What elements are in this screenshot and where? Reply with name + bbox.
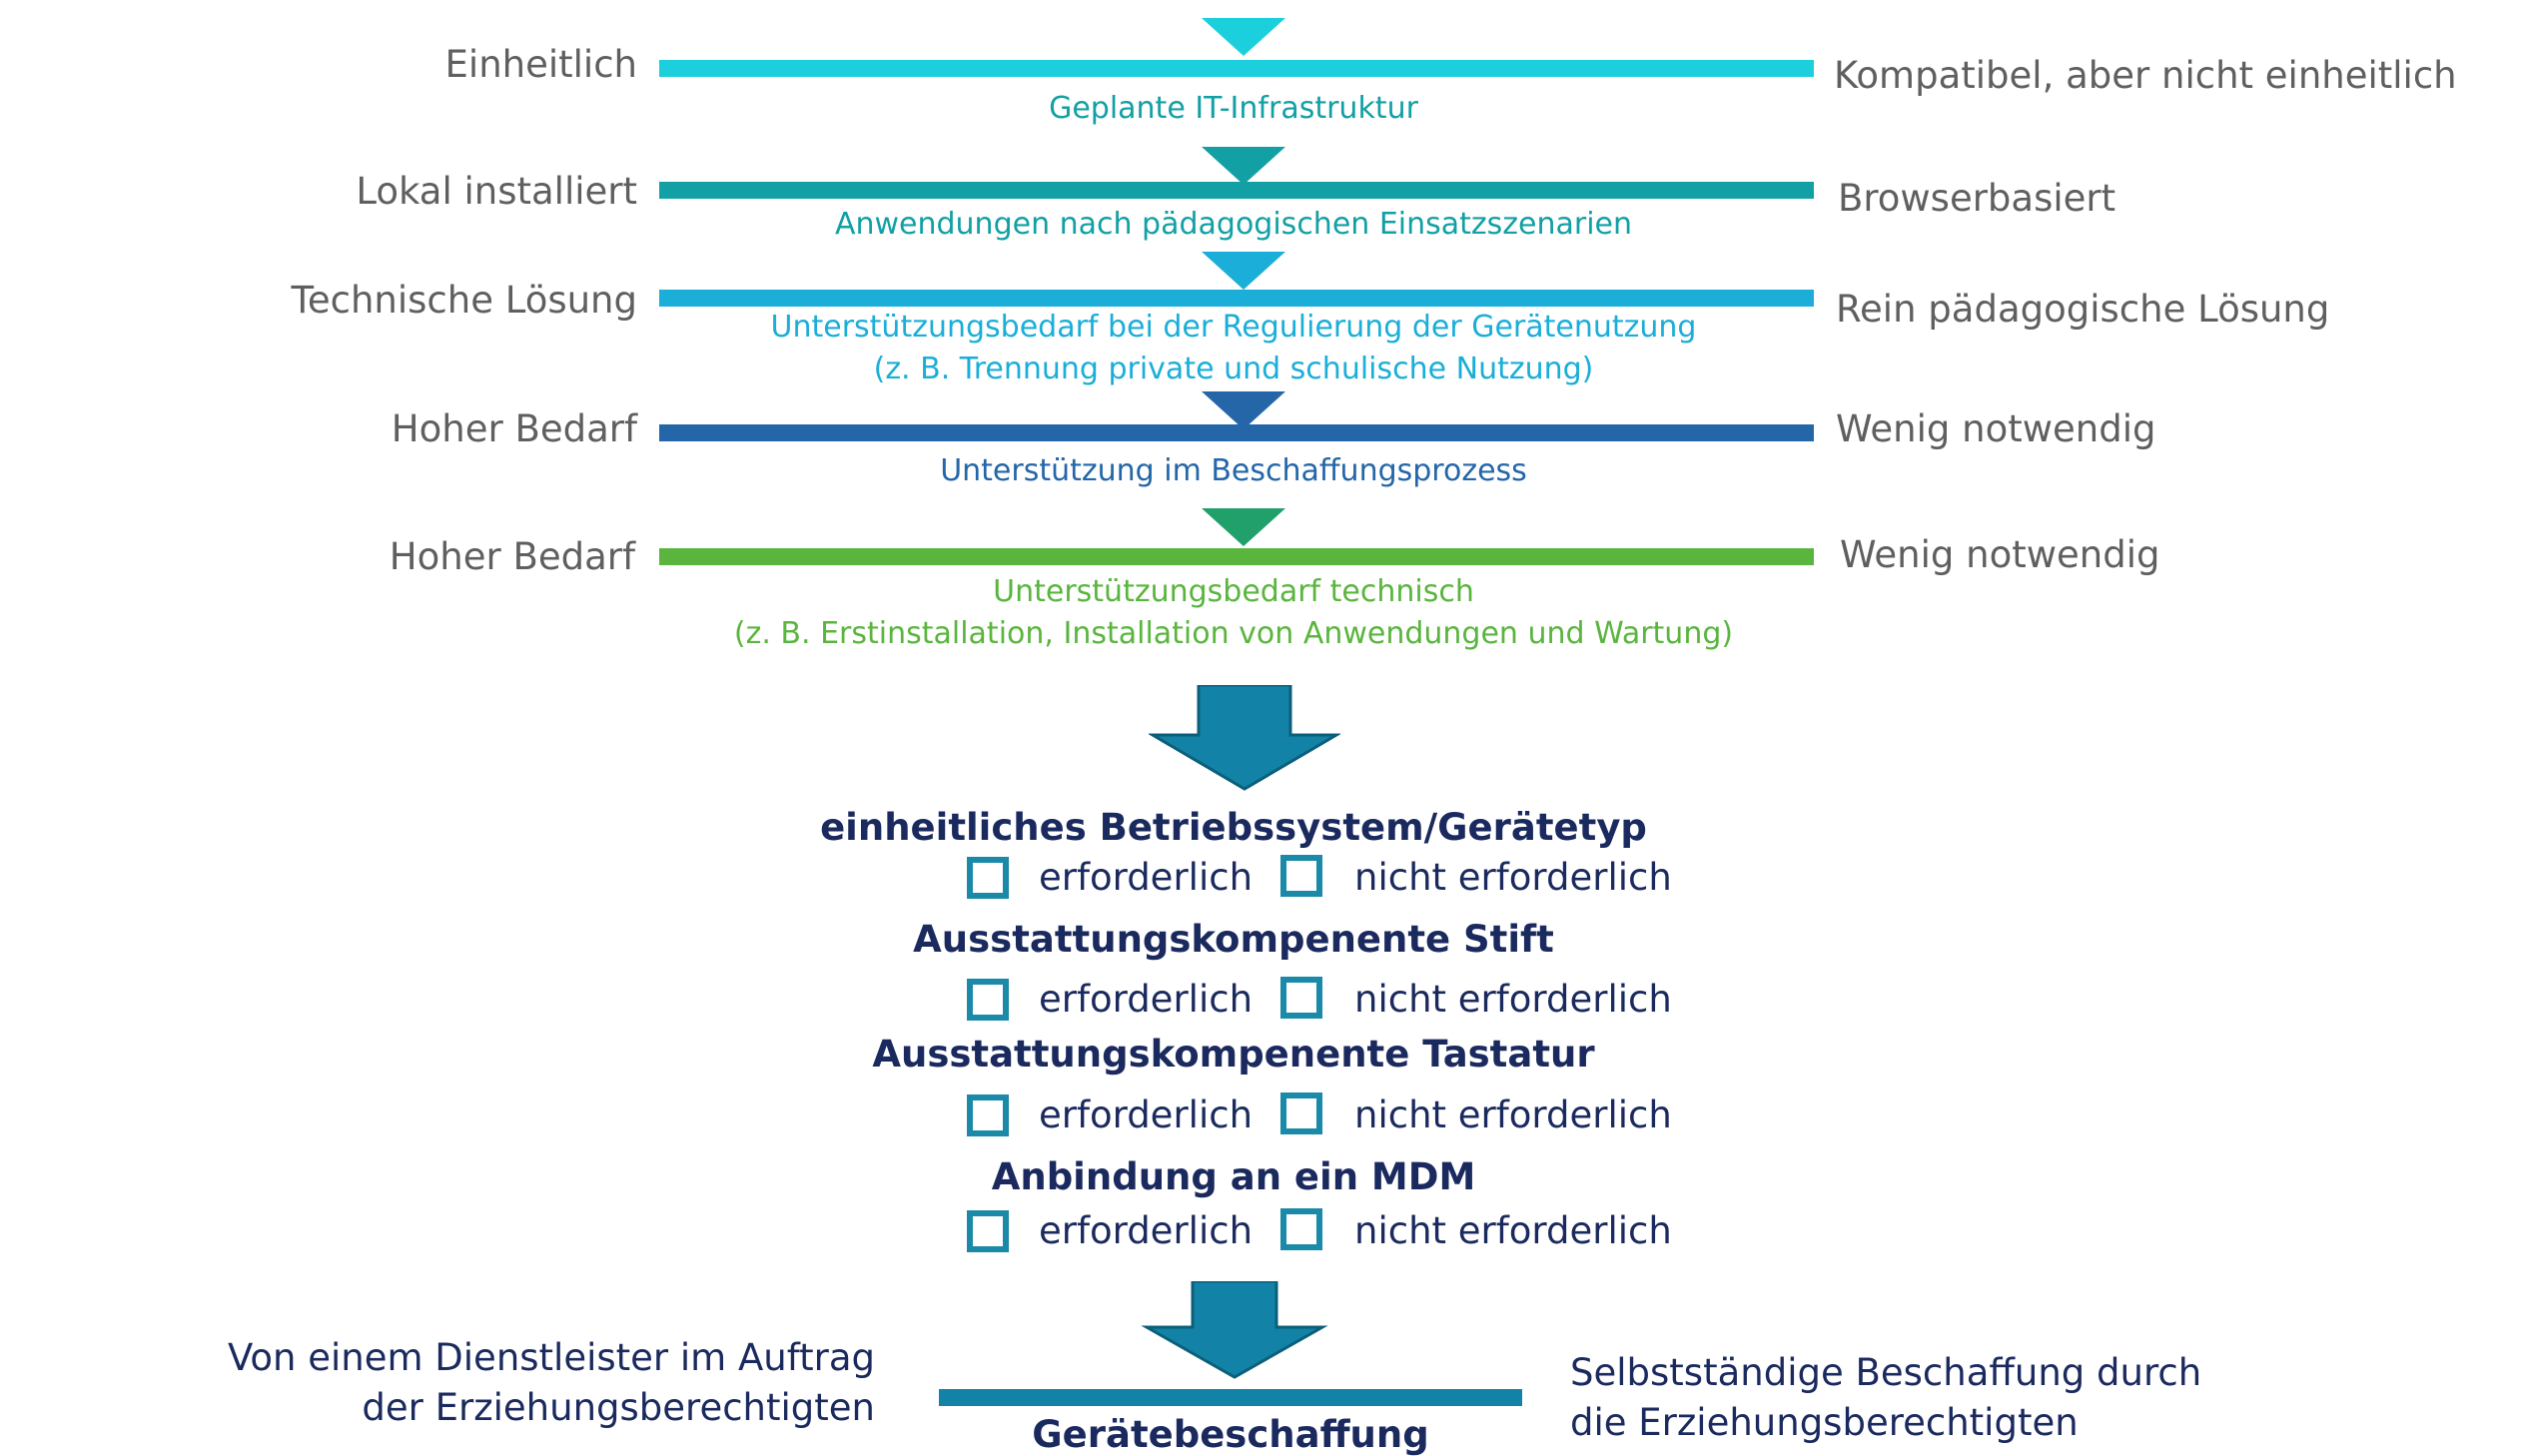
requirement-title: Anbindung an ein MDM (991, 1155, 1476, 1198)
scale-caption: Unterstützungsbedarf technisch (z. B. Er… (649, 571, 1818, 655)
procurement-bar (939, 1389, 1522, 1406)
scale-right-label: Rein pädagogische Lösung (1836, 288, 2330, 331)
scale-right-label: Browserbasiert (1838, 177, 2116, 220)
scale-caption-line: Unterstützungsbedarf technisch (993, 574, 1474, 609)
scale-bar (659, 548, 1814, 565)
scale-caption: Anwendungen nach pädagogischen Einsatzsz… (649, 204, 1818, 246)
scale-marker-triangle[interactable] (1202, 391, 1285, 429)
not-required-checkbox[interactable] (1280, 1092, 1322, 1134)
not-required-option-label: nicht erforderlich (1354, 856, 1672, 899)
down-arrow-icon (1141, 1281, 1328, 1379)
scale-right-label: Wenig notwendig (1840, 533, 2160, 576)
required-checkbox[interactable] (967, 979, 1009, 1021)
scale-caption-line: Geplante IT-Infrastruktur (1049, 91, 1418, 126)
scale-left-label: Lokal installiert (356, 170, 637, 213)
not-required-option-label: nicht erforderlich (1354, 1209, 1672, 1252)
scale-right-label: Wenig notwendig (1836, 407, 2156, 450)
procurement-right-line: Selbstständige Beschaffung durch (1570, 1351, 2202, 1394)
scale-left-label: Hoher Bedarf (389, 535, 635, 578)
not-required-checkbox[interactable] (1280, 1208, 1322, 1250)
scale-bar (659, 424, 1814, 441)
scale-caption-line: Unterstützungsbedarf bei der Regulierung… (770, 310, 1697, 345)
required-option-label: erforderlich (1039, 1209, 1254, 1252)
not-required-option-label: nicht erforderlich (1354, 978, 1672, 1021)
scale-caption: Unterstützung im Beschaffungsprozess (649, 450, 1818, 492)
procurement-title: Gerätebeschaffung (1032, 1413, 1429, 1456)
scale-marker-triangle[interactable] (1202, 147, 1285, 185)
procurement-right-line: die Erziehungsberechtigten (1570, 1401, 2079, 1444)
required-checkbox[interactable] (967, 857, 1009, 899)
requirement-title: einheitliches Betriebssystem/Gerätetyp (820, 806, 1647, 849)
procurement-left-line: Von einem Dienstleister im Auftrag (227, 1336, 875, 1379)
not-required-option-label: nicht erforderlich (1354, 1093, 1672, 1136)
down-arrow-icon (1149, 685, 1340, 791)
procurement-right-label: Selbstständige Beschaffung durch die Erz… (1570, 1348, 2201, 1448)
scale-right-label: Kompatibel, aber nicht einheitlich (1834, 54, 2457, 97)
required-option-label: erforderlich (1039, 1093, 1254, 1136)
scale-caption-line: Anwendungen nach pädagogischen Einsatzsz… (834, 207, 1633, 242)
scale-marker-triangle[interactable] (1202, 252, 1285, 290)
scale-left-label: Hoher Bedarf (391, 407, 637, 450)
scale-caption: Geplante IT-Infrastruktur (649, 88, 1818, 130)
scale-bar (659, 60, 1814, 77)
scale-caption-line: (z. B. Erstinstallation, Installation vo… (733, 616, 1734, 651)
not-required-checkbox[interactable] (1280, 855, 1322, 897)
required-option-label: erforderlich (1039, 856, 1254, 899)
scale-caption: Unterstützungsbedarf bei der Regulierung… (649, 307, 1818, 390)
scale-caption-line: Unterstützung im Beschaffungsprozess (940, 453, 1527, 488)
not-required-checkbox[interactable] (1280, 977, 1322, 1019)
scale-left-label: Technische Lösung (291, 279, 637, 322)
scale-marker-triangle[interactable] (1202, 508, 1285, 546)
scale-left-label: Einheitlich (444, 43, 637, 86)
scale-bar (659, 290, 1814, 307)
scale-caption-line: (z. B. Trennung private und schulische N… (873, 352, 1594, 386)
scale-marker-triangle[interactable] (1202, 18, 1285, 56)
requirement-title: Ausstattungskompenente Tastatur (872, 1033, 1595, 1076)
procurement-left-label: Von einem Dienstleister im Auftrag der E… (228, 1333, 875, 1433)
requirement-title: Ausstattungskompenente Stift (913, 918, 1554, 961)
required-option-label: erforderlich (1039, 978, 1254, 1021)
procurement-left-line: der Erziehungsberechtigten (362, 1386, 875, 1429)
scale-bar (659, 182, 1814, 199)
required-checkbox[interactable] (967, 1094, 1009, 1136)
required-checkbox[interactable] (967, 1210, 1009, 1252)
